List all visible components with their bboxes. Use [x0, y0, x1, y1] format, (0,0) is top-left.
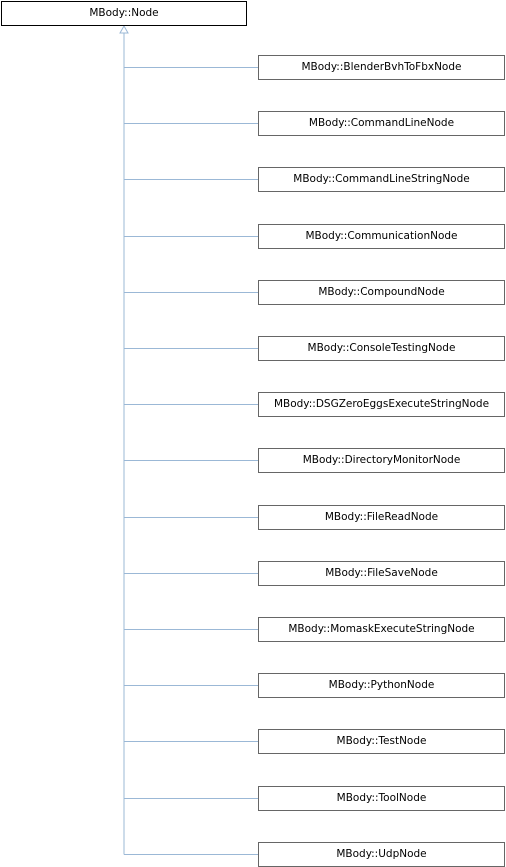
inheritance-arrowhead — [119, 24, 129, 34]
derived-class-node[interactable]: MBody::ToolNode — [258, 786, 505, 811]
derived-class-node[interactable]: MBody::CommunicationNode — [258, 224, 505, 249]
derived-class-node[interactable]: MBody::CommandLineNode — [258, 111, 505, 136]
derived-class-node[interactable]: MBody::BlenderBvhToFbxNode — [258, 55, 505, 80]
derived-class-node[interactable]: MBody::FileSaveNode — [258, 561, 505, 586]
derived-class-node[interactable]: MBody::TestNode — [258, 729, 505, 754]
derived-class-node[interactable]: MBody::DirectoryMonitorNode — [258, 448, 505, 473]
derived-class-node[interactable]: MBody::MomaskExecuteStringNode — [258, 617, 505, 642]
derived-class-node[interactable]: MBody::ConsoleTestingNode — [258, 336, 505, 361]
derived-class-node[interactable]: MBody::PythonNode — [258, 673, 505, 698]
derived-class-node[interactable]: MBody::FileReadNode — [258, 505, 505, 530]
base-class-node[interactable]: MBody::Node — [1, 1, 247, 26]
derived-class-node[interactable]: MBody::UdpNode — [258, 842, 505, 867]
derived-class-node[interactable]: MBody::CompoundNode — [258, 280, 505, 305]
derived-class-node[interactable]: MBody::CommandLineStringNode — [258, 167, 505, 192]
derived-class-node[interactable]: MBody::DSGZeroEggsExecuteStringNode — [258, 392, 505, 417]
